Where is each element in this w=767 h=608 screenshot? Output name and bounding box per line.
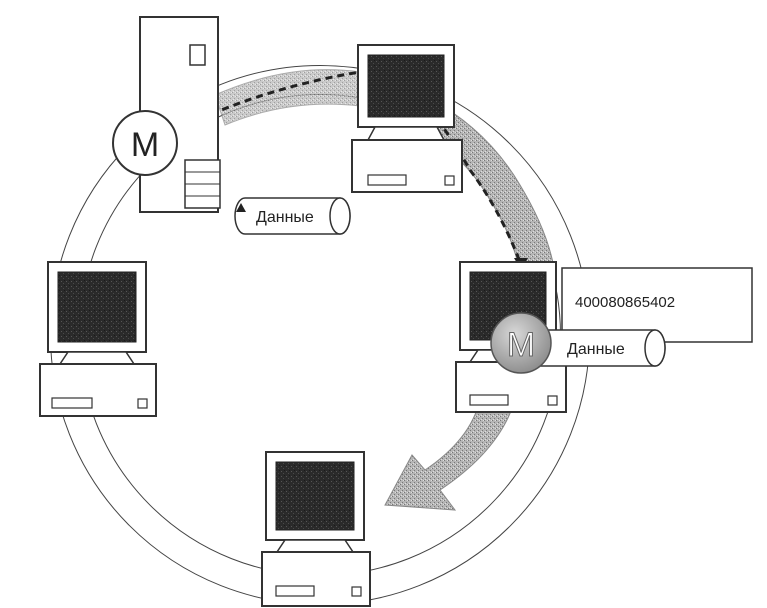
- computer-top-screen: [368, 55, 444, 117]
- computer-bottom: [262, 452, 370, 606]
- server-token-letter: M: [131, 126, 159, 164]
- computer-left: [40, 262, 156, 416]
- data-packet-right: Данные: [540, 330, 665, 366]
- data-packet-right-label: Данные: [567, 341, 625, 358]
- shaded-arrow-top: [215, 70, 360, 125]
- data-packet-top-label: Данные: [256, 209, 314, 226]
- active-token: M: [491, 313, 551, 373]
- active-token-letter: M: [507, 326, 535, 364]
- address-value: 400080865402: [575, 294, 675, 311]
- data-packet-top: Данные: [235, 198, 350, 234]
- computer-left-screen: [58, 272, 136, 342]
- computer-top: [352, 45, 462, 192]
- computer-bottom-screen: [276, 462, 354, 530]
- server-token: M: [113, 111, 177, 175]
- shaded-arrow-lower: [385, 400, 515, 510]
